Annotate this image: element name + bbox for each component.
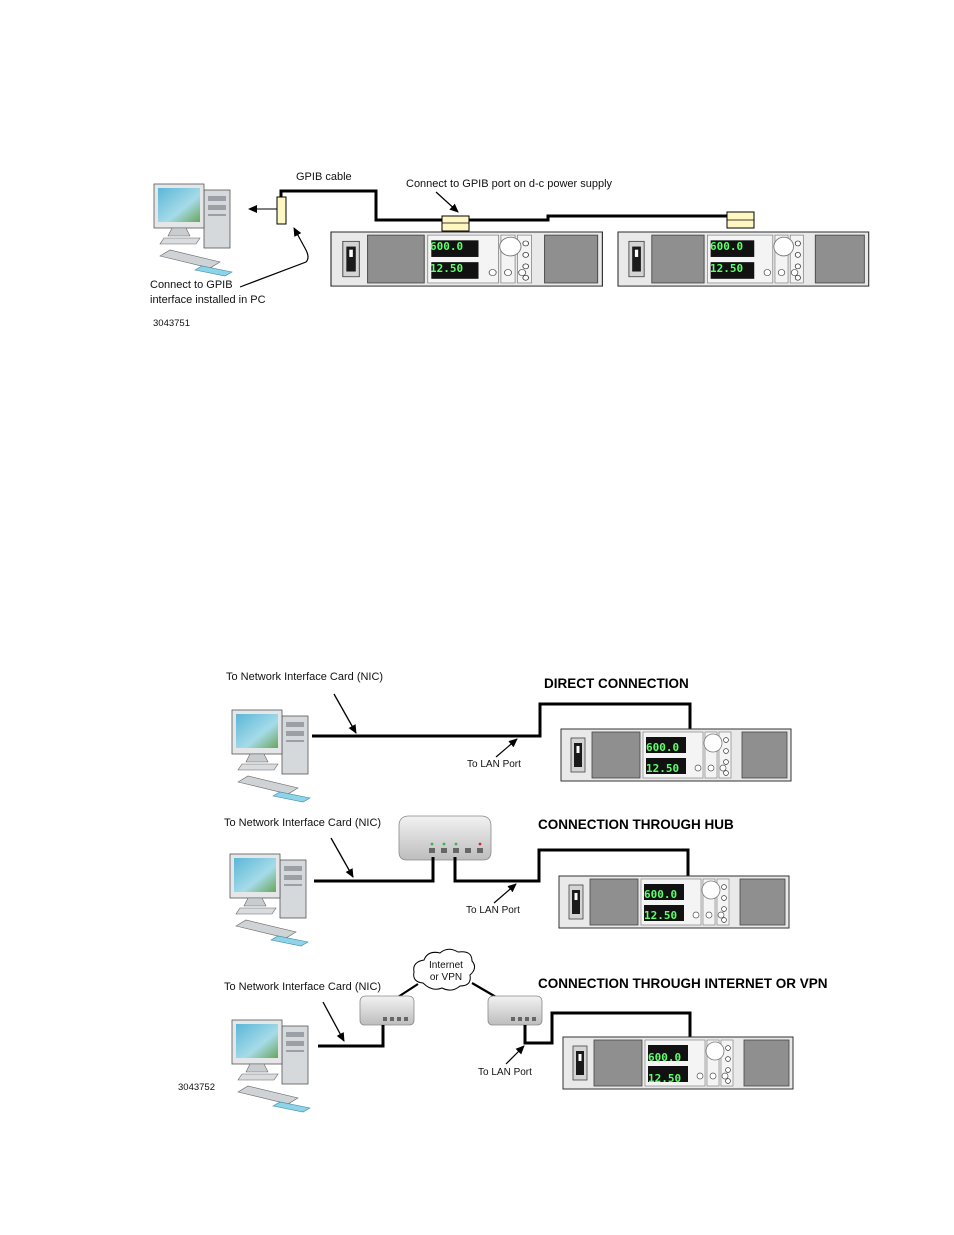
connect-psu-arrow	[435, 191, 459, 213]
router-remote-icon	[487, 995, 543, 1026]
gpib-figure: 600.0 12.50 600.0 12.50 GPIB cable Conne…	[150, 171, 870, 329]
internet-psu-current: 12.50	[648, 1072, 681, 1085]
direct-connection: To Network Interface Card (NIC) DIRECT C…	[226, 671, 792, 803]
power-supply-2: 600.0 12.50	[617, 231, 870, 287]
psu2-voltage: 600.0	[710, 240, 743, 253]
internet-psu-voltage: 600.0	[648, 1051, 681, 1064]
internet-connection: To Network Interface Card (NIC) CONNECTI…	[224, 948, 828, 1113]
hub-lan-port-arrow	[493, 883, 517, 904]
gpib-connector-pc	[276, 196, 287, 225]
power-supply-2-icon	[617, 231, 870, 287]
psu2-current: 12.50	[710, 262, 743, 275]
internet-lan-port-arrow	[505, 1045, 525, 1065]
router-local-icon	[359, 995, 415, 1026]
cloud-label-line1: Internet	[429, 960, 463, 971]
hub-pc-cable	[314, 857, 435, 883]
direct-nic-arrow	[333, 693, 357, 734]
psu1-voltage: 600.0	[430, 240, 463, 253]
internet-lan-port-label: To LAN Port	[478, 1067, 532, 1078]
internet-pc-cable	[318, 1025, 385, 1048]
hub-pc-icon	[229, 853, 309, 947]
hub-psu-cable	[453, 848, 690, 883]
direct-lan-port-label: To LAN Port	[467, 759, 521, 770]
hub-psu-voltage: 600.0	[644, 888, 677, 901]
gpib-cable-label: GPIB cable	[296, 171, 352, 183]
hub-connection: To Network Interface Card (NIC) CONNECTI…	[224, 815, 790, 947]
connect-psu-label: Connect to GPIB port on d-c power supply	[406, 178, 613, 190]
internet-pc-icon	[231, 1019, 311, 1113]
hub-nic-arrow	[330, 837, 354, 878]
connect-pc-label-line1: Connect to GPIB	[150, 279, 233, 291]
hub-lan-port-label: To LAN Port	[466, 905, 520, 916]
lan-figure: To Network Interface Card (NIC) DIRECT C…	[178, 671, 828, 1113]
direct-connection-title: DIRECT CONNECTION	[544, 676, 689, 691]
internet-connection-title: CONNECTION THROUGH INTERNET OR VPN	[538, 976, 828, 991]
internet-nic-arrow	[322, 1001, 345, 1042]
hub-psu-current: 12.50	[644, 909, 677, 922]
connect-pc-arrow	[239, 227, 309, 288]
hub-nic-label: To Network Interface Card (NIC)	[224, 817, 381, 829]
figure-id-lan: 3043752	[178, 1082, 215, 1093]
connect-pc-label-line2: interface installed in PC	[150, 294, 266, 306]
network-hub-icon	[398, 815, 492, 861]
figure-id-gpib: 3043751	[153, 318, 190, 329]
direct-pc-icon	[231, 709, 311, 803]
direct-psu-voltage: 600.0	[646, 741, 679, 754]
direct-nic-label: To Network Interface Card (NIC)	[226, 671, 383, 683]
power-supply-1: 600.0 12.50	[330, 231, 603, 287]
hub-connection-title: CONNECTION THROUGH HUB	[538, 817, 734, 832]
gpib-cable-line	[279, 189, 743, 222]
pc-computer-icon	[153, 183, 233, 277]
internet-nic-label: To Network Interface Card (NIC)	[224, 981, 381, 993]
internet-cloud-icon	[413, 948, 476, 991]
direct-lan-cable	[312, 702, 692, 738]
direct-lan-port-arrow	[495, 738, 518, 758]
power-supply-1-icon	[330, 231, 603, 287]
direct-psu-current: 12.50	[646, 762, 679, 775]
cloud-label-line2: or VPN	[430, 972, 462, 983]
internet-psu-cable	[523, 1011, 692, 1045]
gpib-connector-psu1	[441, 215, 470, 232]
psu1-current: 12.50	[430, 262, 463, 275]
